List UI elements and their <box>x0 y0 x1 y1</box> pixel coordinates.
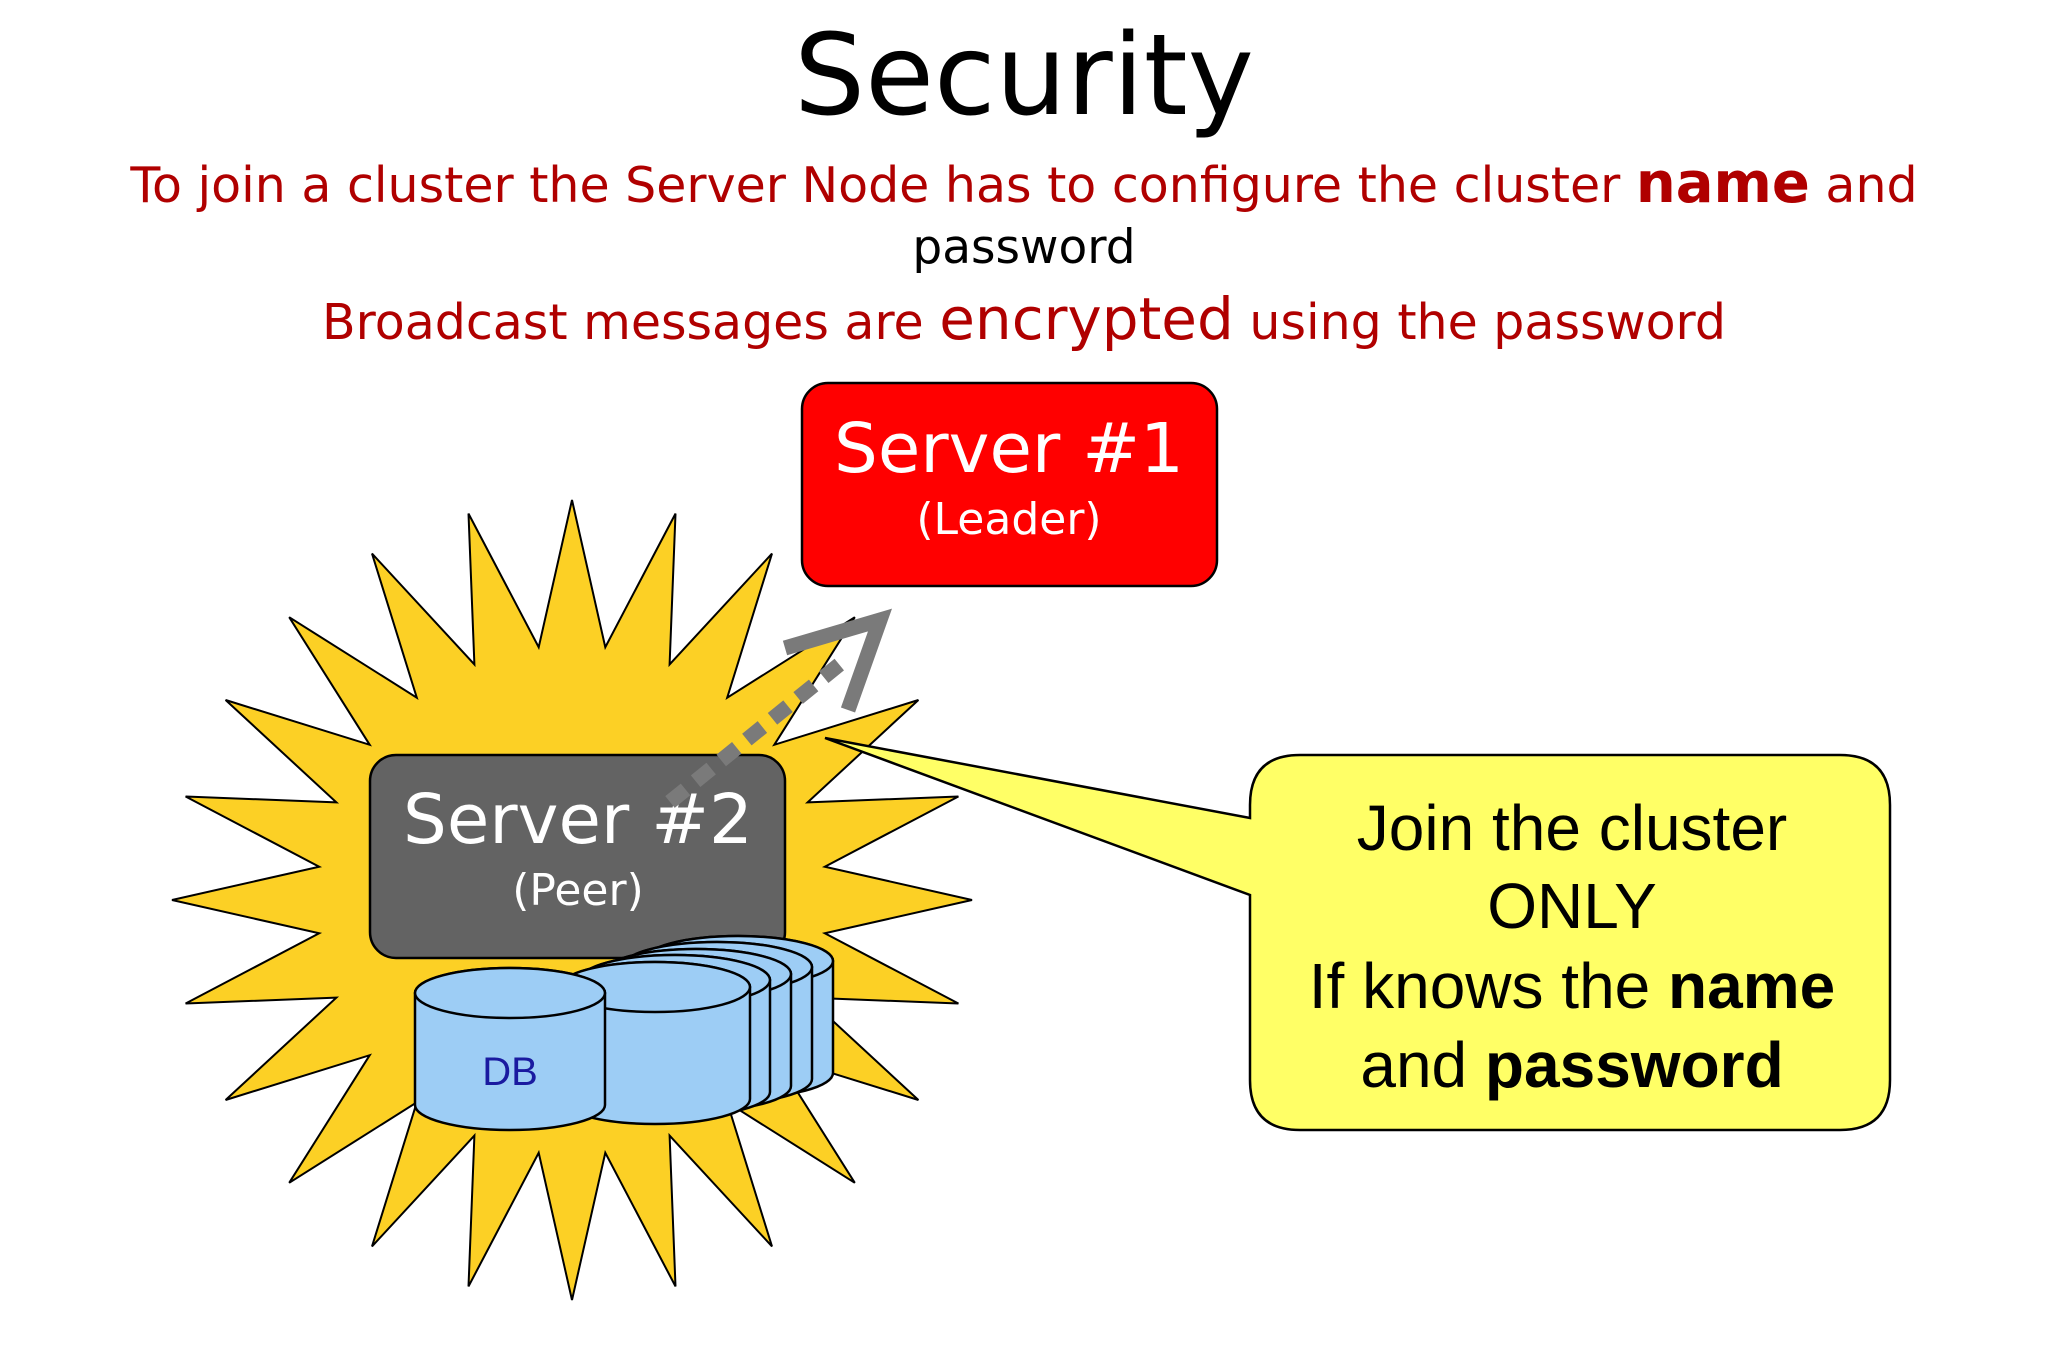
callout-emphasis-name: name <box>1668 950 1835 1022</box>
callout-line-3: If knows the name <box>1309 950 1835 1022</box>
server-2-name: Server #2 <box>403 780 753 860</box>
subtitle-line-1: To join a cluster the Server Node has to… <box>0 150 2048 217</box>
server-1-name: Server #1 <box>834 409 1184 489</box>
subtitle-line-3-after: using the password <box>1233 294 1726 351</box>
callout-line-1: Join the cluster <box>1357 792 1787 864</box>
server-1-role: (Leader) <box>916 494 1101 545</box>
join-arrow <box>665 608 892 808</box>
subtitle-line-1-after: and <box>1809 157 1918 214</box>
callout-line-2: ONLY <box>1487 870 1657 942</box>
subtitle-line-1-before: To join a cluster the Server Node has to… <box>130 157 1636 214</box>
callout-line-4: and password <box>1360 1029 1783 1101</box>
server-1-box <box>800 381 1219 588</box>
subtitle-line-3-before: Broadcast messages are <box>322 294 940 351</box>
db-label: DB <box>482 1050 538 1094</box>
db-stack <box>413 934 835 1132</box>
server-2-role: (Peer) <box>512 865 644 916</box>
page-title: Security <box>794 11 1254 141</box>
server-2-box <box>368 753 787 960</box>
subtitle-emphasis-name: name <box>1635 151 1810 216</box>
callout-bubble <box>824 736 1892 1132</box>
db-cylinder-top <box>413 966 607 1020</box>
subtitle-line-3: Broadcast messages are encrypted using t… <box>0 285 2048 355</box>
subtitle-line-2: password <box>912 220 1136 275</box>
callout-line-3-before: If knows the <box>1309 950 1668 1022</box>
callout-emphasis-password: password <box>1485 1029 1784 1101</box>
callout-line-4-before: and <box>1360 1029 1485 1101</box>
subtitle-emphasis-encrypted: encrypted <box>939 285 1234 353</box>
